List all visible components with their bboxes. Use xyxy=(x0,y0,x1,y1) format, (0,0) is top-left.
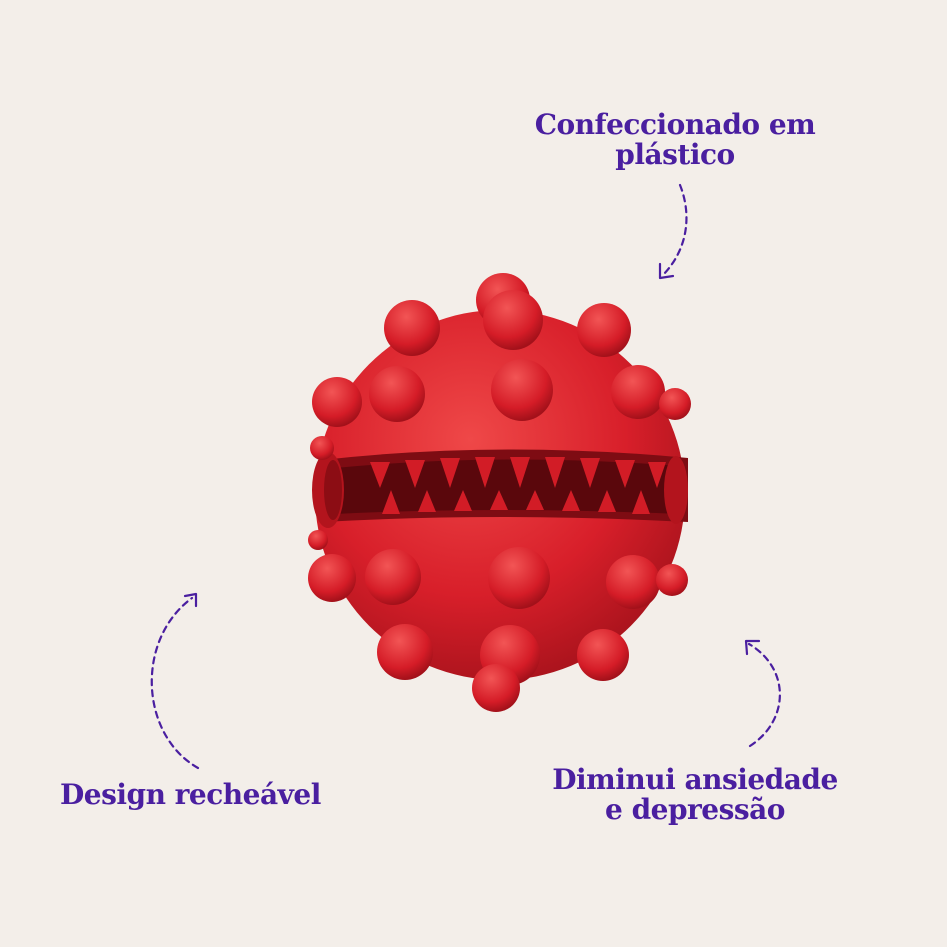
arrow-right-icon xyxy=(747,642,781,748)
upper-teeth-icon xyxy=(370,457,666,488)
lower-teeth-icon xyxy=(382,490,650,514)
red-ball-toy-icon xyxy=(308,273,691,712)
arrow-left-icon xyxy=(150,596,200,770)
feature-label-benefit-line2: e depressão xyxy=(605,793,785,826)
feature-label-material-line1: Confeccionado em xyxy=(534,108,816,141)
feature-label-benefit-line1: Diminui ansiedade xyxy=(552,763,838,796)
arrowhead-top-icon xyxy=(658,262,675,280)
feature-label-material: Confeccionado em plástico xyxy=(520,110,830,170)
arrow-top-icon xyxy=(660,183,688,278)
feature-label-benefit: Diminui ansiedade e depressão xyxy=(535,765,855,825)
arrowhead-left-icon xyxy=(183,592,198,608)
feature-label-material-line2: plástico xyxy=(615,138,735,171)
arrowhead-right-icon xyxy=(744,639,761,656)
feature-label-design: Design recheável xyxy=(60,780,360,810)
feature-label-design-line1: Design recheável xyxy=(60,778,321,811)
ball-nubs-icon xyxy=(308,273,691,712)
